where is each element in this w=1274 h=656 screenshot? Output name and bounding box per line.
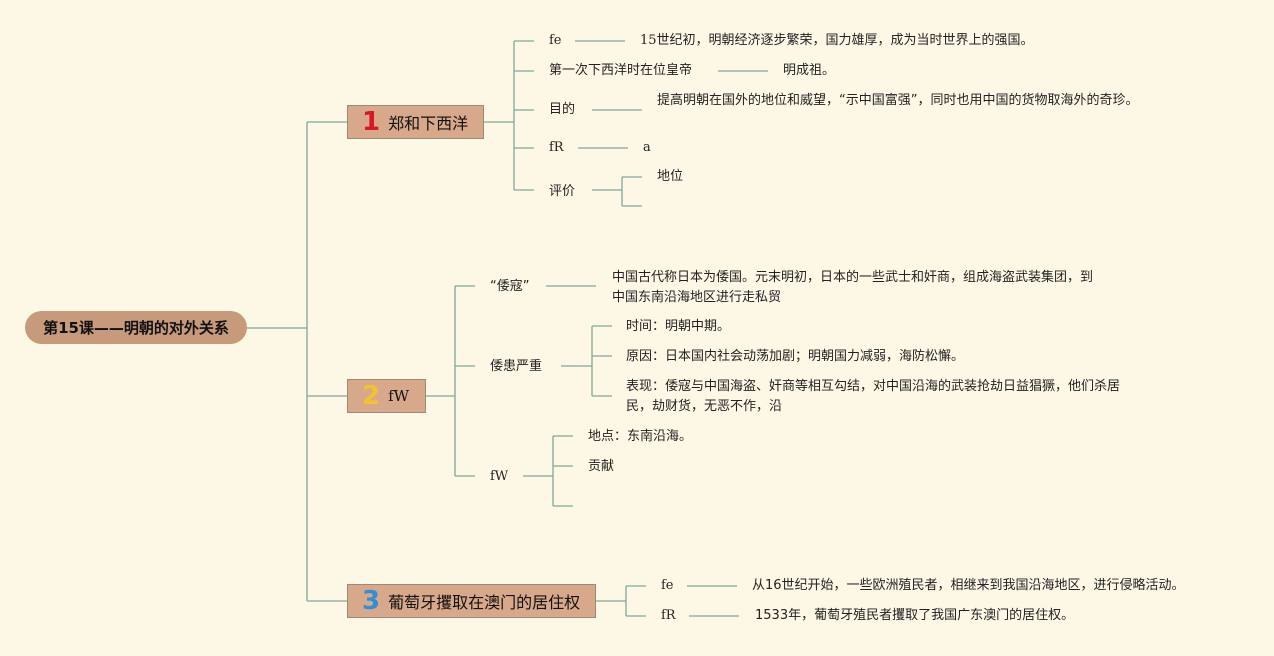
b1-label-emperor: 第一次下西洋时在位皇帝 xyxy=(549,63,693,78)
b2-fw-contribution: 贡献 xyxy=(588,459,615,474)
branch-3-number: 3 xyxy=(362,586,381,616)
b3-label-fe: fe xyxy=(661,578,674,593)
root-topic: 第15课——明朝的对外关系 xyxy=(25,311,247,344)
b3-label-fr: fR xyxy=(661,608,676,623)
b2-fw-location: 地点：东南沿海。 xyxy=(588,429,693,444)
b1-label-evaluation: 评价 xyxy=(549,184,576,199)
b3-text-fe: 从16世纪开始，一些欧洲殖民者，相继来到我国沿海地区，进行侵略活动。 xyxy=(752,578,1185,593)
b2-label-piracy: 倭患严重 xyxy=(490,359,543,374)
b1-label-background: fe xyxy=(549,33,562,48)
b1-text-emperor: 明成祖。 xyxy=(783,63,836,78)
b2-piracy-manifestation: 表现：倭寇与中国海盗、奸商等相互勾结，对中国沿海的武装抢劫日益猖獗，他们杀居民，… xyxy=(626,379,1121,414)
b2-text-wokou: 中国古代称日本为倭国。元末明初，日本的一些武士和奸商，组成海盗武装集团，到中国东… xyxy=(612,270,1094,305)
branch-2-number: 2 xyxy=(362,381,381,411)
b1-text-purpose: 提高明朝在国外的地位和威望，“示中国富强”，同时也用中国的货物取海外的奇珍。 xyxy=(657,93,1139,108)
b1-text-fr: a xyxy=(643,140,651,155)
b2-label-fw: fW xyxy=(490,469,509,484)
branch-1-number: 1 xyxy=(362,107,381,137)
b1-eval-sub-status: 地位 xyxy=(657,169,684,184)
branch-2-title: fW xyxy=(388,387,410,405)
branch-3-topic: 3 葡萄牙攫取在澳门的居住权 xyxy=(347,584,596,618)
branch-1-title: 郑和下西洋 xyxy=(388,114,469,133)
b1-text-background: 15世纪初，明朝经济逐步繁荣，国力雄厚，成为当时世界上的强国。 xyxy=(640,33,1034,48)
b2-label-wokou: “倭寇” xyxy=(490,279,530,294)
branch-1-topic: 1 郑和下西洋 xyxy=(347,105,484,139)
branch-2-topic: 2 fW xyxy=(347,379,426,413)
root-title: 第15课——明朝的对外关系 xyxy=(43,319,229,337)
branch-3-title: 葡萄牙攫取在澳门的居住权 xyxy=(388,593,581,612)
b2-piracy-cause: 原因：日本国内社会动荡加剧；明朝国力减弱，海防松懈。 xyxy=(626,349,965,364)
b1-label-purpose: 目的 xyxy=(549,102,576,117)
b2-piracy-time: 时间：明朝中期。 xyxy=(626,319,731,334)
b3-text-fr: 1533年，葡萄牙殖民者攫取了我国广东澳门的居住权。 xyxy=(755,608,1075,623)
b1-label-fr: fR xyxy=(549,140,564,155)
